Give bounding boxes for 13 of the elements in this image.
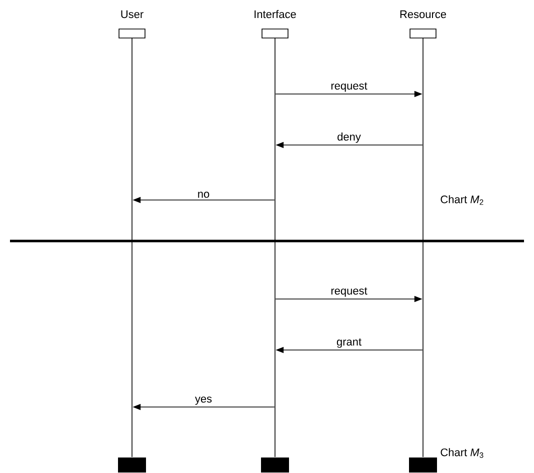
chart-label: Chart M$_{2}$: [440, 195, 484, 205]
chart-label: Chart M$_{3}$: [440, 448, 484, 458]
node-label: User: [121, 10, 144, 18]
node-label: Interface: [254, 10, 296, 18]
message-label: no: [198, 192, 210, 198]
lifeline: User: [118, 10, 146, 472]
lifeline: Interface: [254, 10, 296, 472]
message-label: grant: [336, 338, 362, 348]
message-label: request: [331, 82, 368, 92]
message-label: yes: [194, 396, 212, 405]
node-label: Resource: [400, 10, 446, 18]
message-label: deny: [338, 132, 361, 143]
message-label: request: [331, 287, 368, 297]
